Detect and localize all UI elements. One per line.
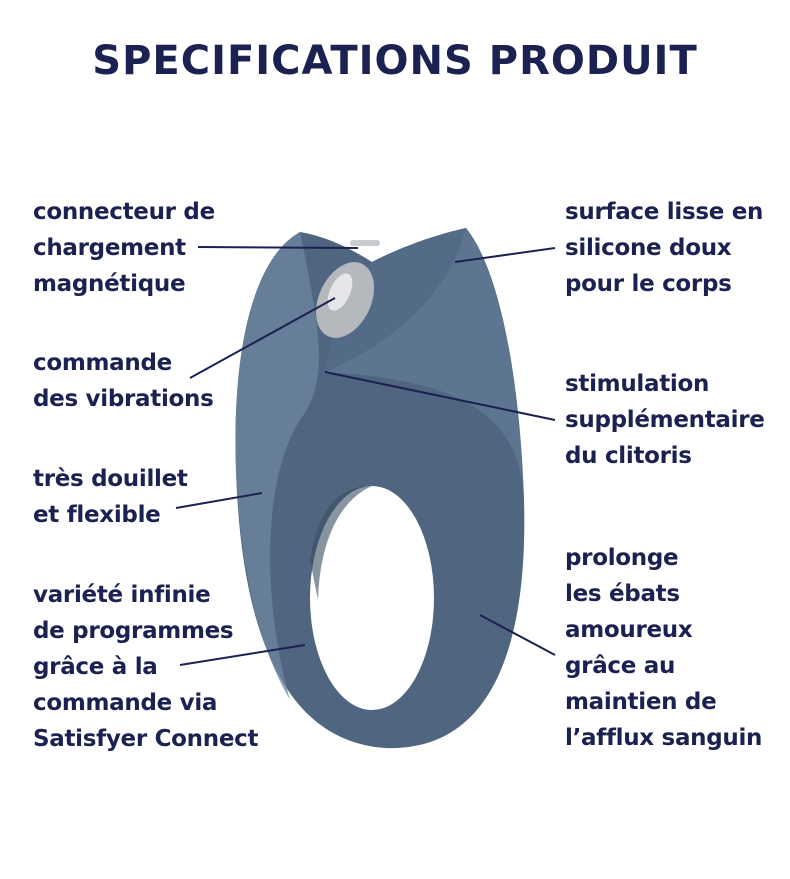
label-line: et flexible: [33, 502, 161, 528]
label-line: des vibrations: [33, 386, 214, 412]
ring-hole: [310, 486, 434, 710]
label-line: de programmes: [33, 618, 234, 644]
label-line: du clitoris: [565, 443, 692, 469]
label-flexible: très douillet et flexible: [33, 461, 188, 533]
label-line: maintien de: [565, 689, 717, 715]
cock-ring-product: [235, 228, 525, 749]
magnetic-charging-connector: [350, 240, 380, 246]
leader-line-charging: [197, 246, 359, 249]
label-line: magnétique: [33, 271, 186, 297]
label-line: supplémentaire: [565, 407, 765, 433]
label-line: stimulation: [565, 371, 710, 397]
label-line: l’afflux sanguin: [565, 725, 763, 751]
label-line: commande: [33, 350, 172, 376]
leader-line-surface: [454, 247, 556, 263]
label-line: connecteur de: [33, 199, 215, 225]
leader-line-programs: [179, 644, 306, 666]
label-line: amoureux: [565, 617, 693, 643]
label-line: surface lisse en: [565, 199, 764, 225]
label-line: prolonge: [565, 545, 679, 571]
label-line: grâce à la: [33, 654, 158, 680]
label-prolong: prolonge les ébats amoureux grâce au mai…: [565, 540, 762, 756]
leader-line-vibrations: [189, 297, 336, 379]
label-line: variété infinie: [33, 582, 211, 608]
label-charging-connector: connecteur de chargement magnétique: [33, 194, 215, 302]
label-line: chargement: [33, 235, 186, 261]
leader-line-stimulation: [324, 371, 556, 421]
label-line: silicone doux: [565, 235, 732, 261]
label-surface: surface lisse en silicone doux pour le c…: [565, 194, 763, 302]
label-stimulation: stimulation supplémentaire du clitoris: [565, 366, 765, 474]
label-line: pour le corps: [565, 271, 732, 297]
label-line: très douillet: [33, 466, 188, 492]
leader-lines: [175, 246, 556, 666]
label-programs: variété infinie de programmes grâce à la…: [33, 577, 258, 757]
label-line: les ébats: [565, 581, 680, 607]
label-vibration-control: commande des vibrations: [33, 345, 214, 417]
leader-line-prolong: [479, 614, 556, 656]
page-title: SPECIFICATIONS PRODUIT: [92, 38, 698, 84]
label-line: Satisfyer Connect: [33, 726, 259, 752]
leader-line-flexible: [175, 492, 263, 509]
label-line: grâce au: [565, 653, 676, 679]
label-line: commande via: [33, 690, 218, 716]
